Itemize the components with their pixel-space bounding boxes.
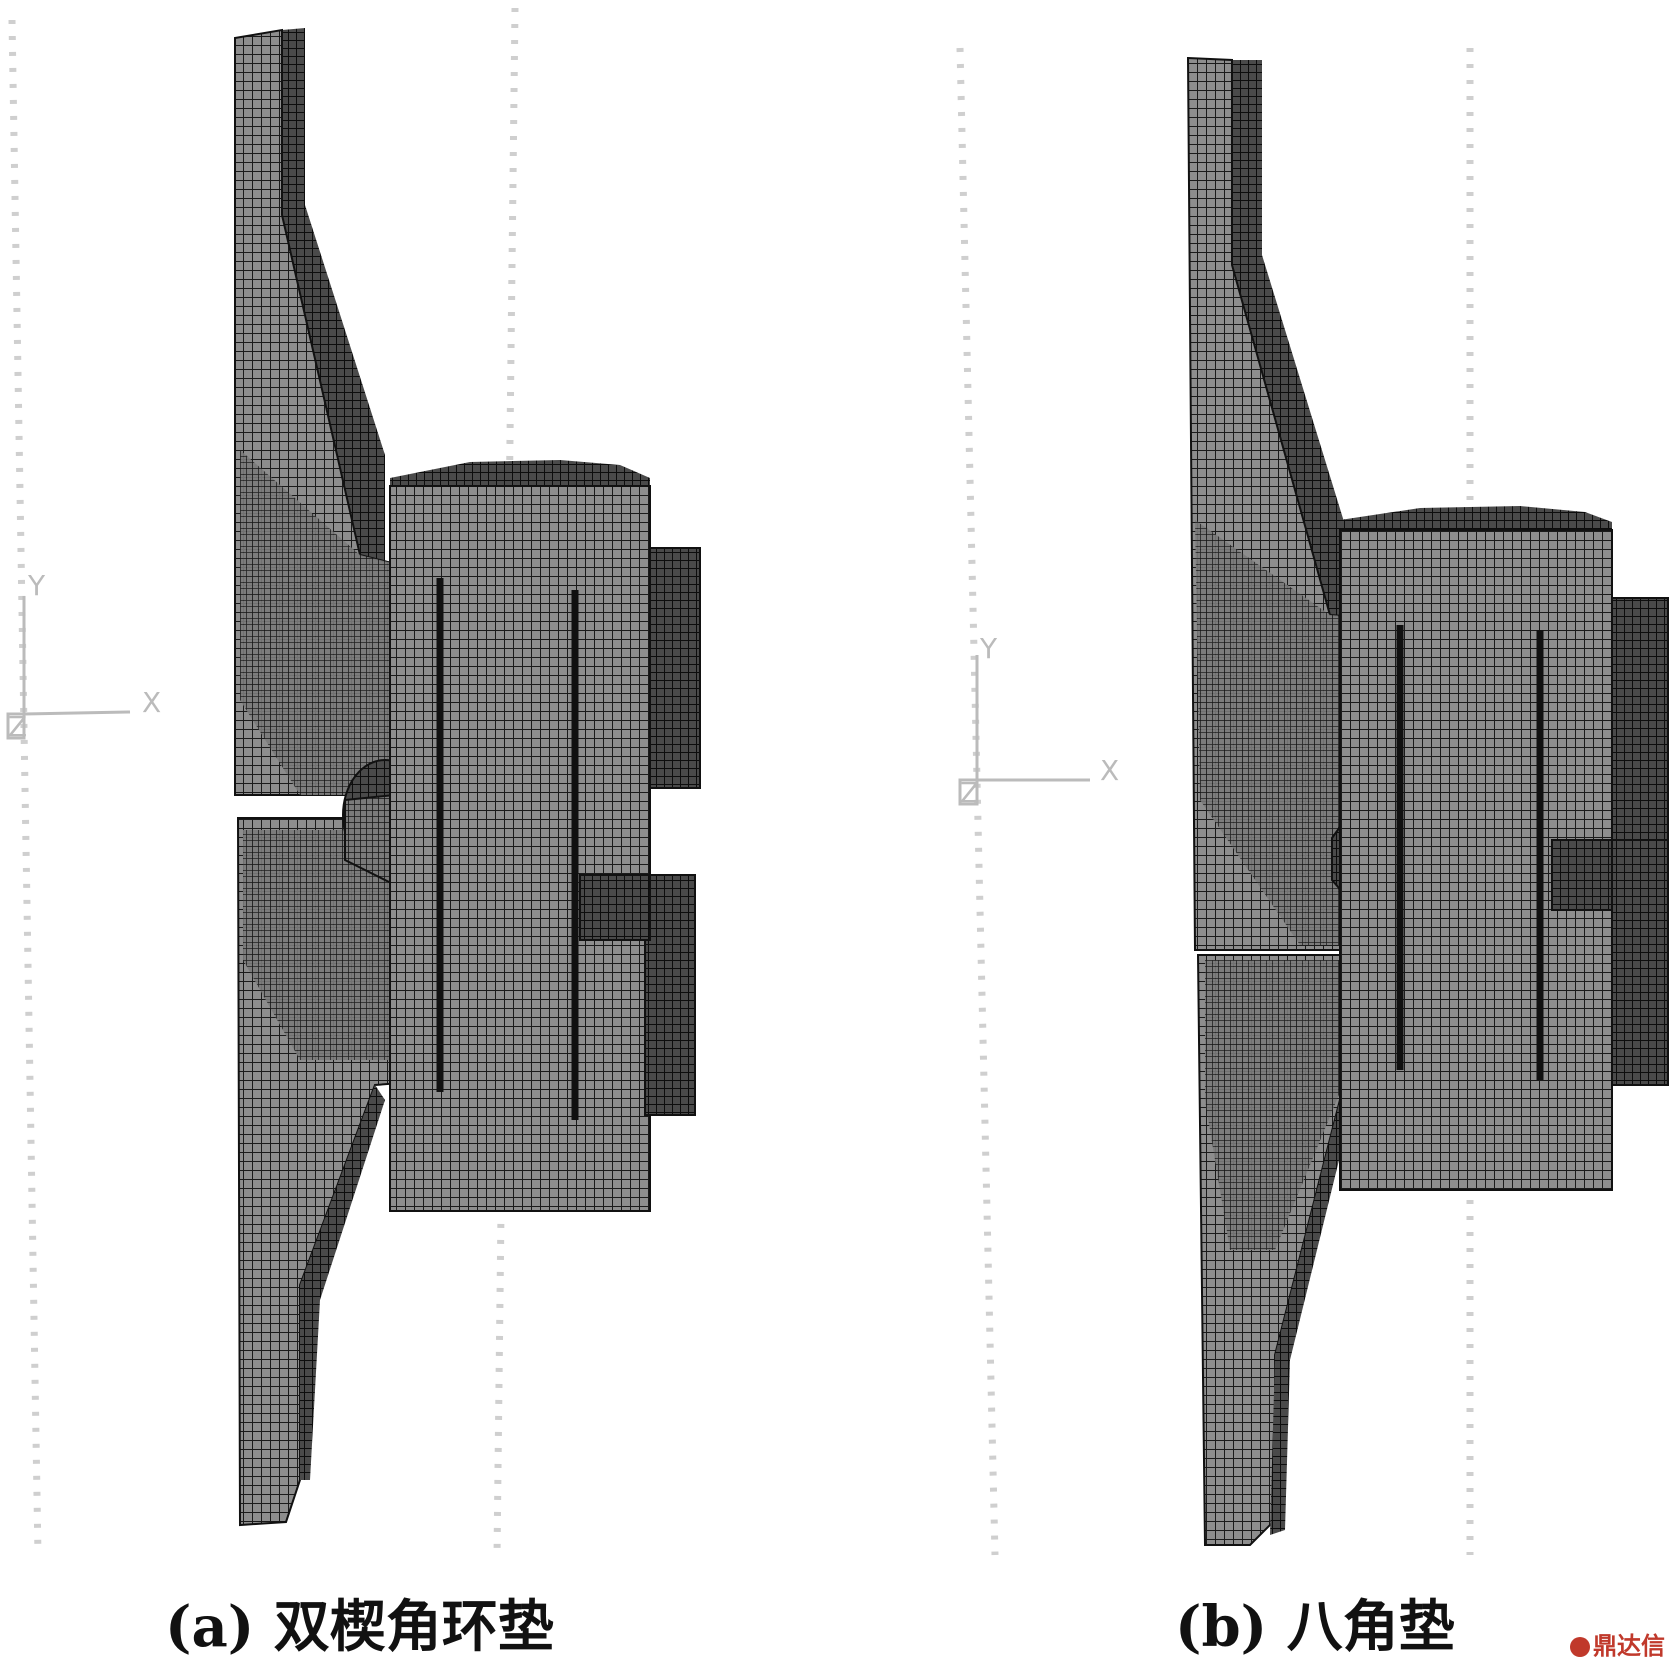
clamp-body-top-curve [390, 460, 650, 492]
clamp-body-top-curve-b [1340, 506, 1612, 536]
bolt-boss-lower [644, 874, 696, 1116]
upper-flange-neck-shade-b [1232, 60, 1345, 625]
caption-panel-a: (a) 双楔角环垫 [165, 1594, 554, 1660]
bolt-boss-upper [649, 547, 701, 789]
bolt-boss-lower-b [1611, 839, 1669, 1086]
axis-label-x-b: X [1100, 754, 1119, 787]
panel-a-mesh: Y X Z [6, 7, 701, 1556]
axis-label-z-b: Z [960, 776, 979, 809]
bolt-boss-upper-b [1611, 597, 1669, 844]
bolt-nut-b [1551, 839, 1613, 911]
coordinate-triad-a [6, 596, 131, 740]
guide-line-left [8, 19, 42, 1556]
upper-flange-neck-shade [282, 28, 385, 570]
lower-flange-fine-b [1205, 960, 1345, 1250]
bolt-nut-lower [579, 874, 651, 941]
guide-line-right [493, 7, 519, 1556]
panel-b-mesh: Y X Z [956, 47, 1669, 1556]
axis-label-z-a: Z [8, 710, 27, 743]
lower-flange-neck-shade [300, 1085, 385, 1480]
clamp-body [389, 485, 651, 1212]
watermark-logo-icon [1570, 1637, 1590, 1657]
axis-label-x-a: X [142, 686, 161, 719]
axis-label-y-a: Y [27, 569, 46, 602]
watermark-text: 鼎达信 [1593, 1632, 1665, 1660]
coordinate-triad-b [958, 655, 1090, 806]
axis-label-y-b: Y [979, 632, 998, 665]
watermark: 鼎达信 [1570, 1626, 1665, 1661]
caption-panel-b: (b) 八角垫 [1175, 1594, 1455, 1660]
